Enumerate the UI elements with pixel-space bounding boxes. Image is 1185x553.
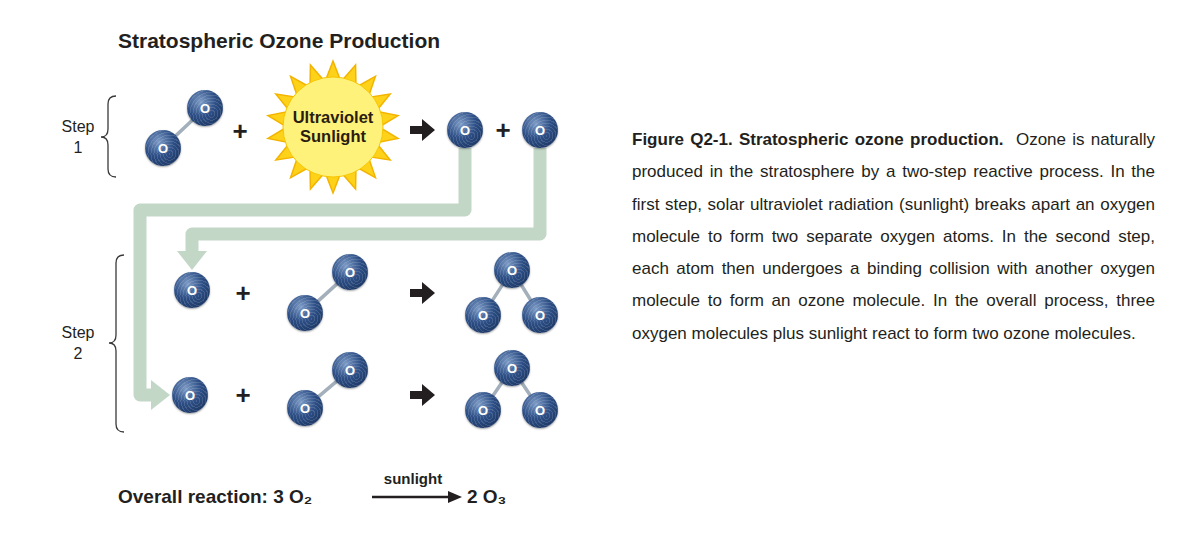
caption-body: Ozone is naturally produced in the strat…: [632, 130, 1155, 343]
caption-gap: [1004, 130, 1016, 149]
atom-symbol: O: [535, 309, 545, 322]
atom-symbol: O: [158, 142, 168, 155]
atom-symbol: O: [300, 307, 310, 320]
plus-sign: +: [235, 280, 250, 306]
figure-caption: Figure Q2-1. Stratospheric ozone product…: [632, 130, 1004, 149]
chemical-bond: [493, 383, 502, 395]
oxygen-atom: O: [174, 272, 210, 308]
chemical-bond: [493, 285, 502, 300]
step-2-bracket: [109, 255, 124, 432]
oxygen-atom: O: [287, 295, 323, 331]
chemical-bond: [176, 120, 192, 135]
atom-symbol: O: [345, 266, 355, 279]
reaction-condition: sunlight: [384, 470, 442, 487]
oxygen-atom: O: [465, 297, 501, 333]
atom-symbol: O: [187, 284, 197, 297]
overall-arrow-head: [448, 491, 462, 503]
chemical-bond: [522, 285, 531, 299]
sunlight-burst: Ultraviolet Sunlight: [258, 52, 408, 202]
oxygen-atom: O: [465, 392, 501, 428]
plus-sign: +: [235, 382, 250, 408]
chemical-bond: [319, 382, 336, 397]
reaction-formula: Overall reaction: 3 O₂: [118, 486, 312, 508]
atom-symbol: O: [185, 389, 195, 402]
atom-path-arrow: [140, 148, 465, 395]
oxygen-atom: O: [332, 254, 368, 290]
atom-symbol: O: [300, 402, 310, 415]
atom-symbol: O: [535, 404, 545, 417]
reaction-arrow: [410, 282, 435, 304]
reaction-arrow: [410, 384, 435, 406]
caption-block: Figure Q2-1. Stratospheric ozone product…: [632, 124, 1155, 350]
overall-arrow-shaft: [372, 496, 450, 499]
oxygen-atom: O: [145, 130, 181, 166]
sun-rays: [268, 61, 398, 193]
reaction-formula: 2 O₃: [467, 486, 506, 508]
oxygen-atom: O: [522, 392, 558, 428]
plus-sign: +: [495, 117, 510, 143]
atom-symbol: O: [478, 309, 488, 322]
atom-symbol: O: [345, 364, 355, 377]
oxygen-atom: O: [187, 90, 223, 126]
atom-symbol: O: [507, 362, 517, 375]
atom-symbol: O: [200, 102, 210, 115]
chemical-bond: [522, 383, 530, 395]
oxygen-atom: O: [332, 352, 368, 388]
reaction-arrows: [372, 119, 462, 503]
step-bracket: [101, 96, 124, 432]
atom-symbol: O: [478, 404, 488, 417]
atom-symbol: O: [507, 264, 517, 277]
oxygen-atom: O: [447, 112, 483, 148]
step-1-bracket: [101, 96, 116, 177]
oxygen-atom: O: [494, 252, 530, 288]
oxygen-atom: O: [287, 390, 323, 426]
sun-label: Ultraviolet Sunlight: [281, 108, 385, 146]
step-label: Step 1: [62, 116, 95, 158]
reaction-arrow: [410, 119, 435, 141]
atom-symbol: O: [535, 124, 545, 137]
oxygen-atom: O: [494, 350, 530, 386]
step-label: Step 2: [62, 322, 95, 364]
plus-sign: +: [232, 118, 247, 144]
oxygen-atom: O: [522, 297, 558, 333]
figure-title: Stratospheric Ozone Production: [118, 29, 440, 53]
oxygen-atom: O: [522, 112, 558, 148]
chemical-bond: [318, 284, 336, 301]
oxygen-atom: O: [172, 377, 208, 413]
atom-symbol: O: [460, 124, 470, 137]
